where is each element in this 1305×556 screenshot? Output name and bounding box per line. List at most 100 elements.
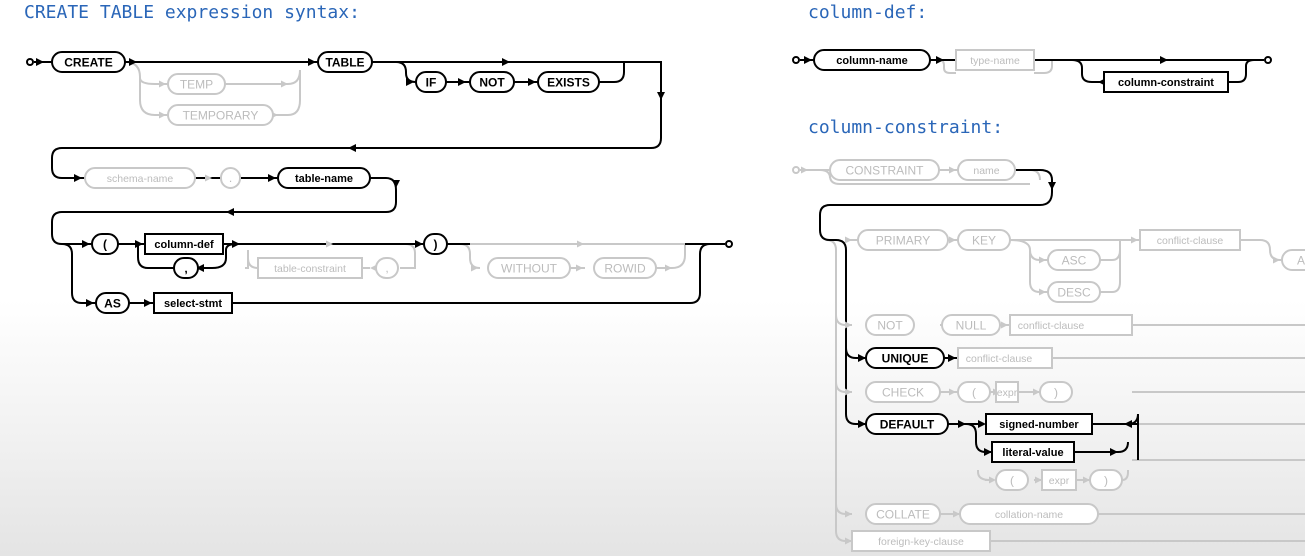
foreign-key-clause-label: foreign-key-clause: [878, 536, 964, 548]
asc-label: ASC: [1062, 254, 1087, 268]
check-keyword: [865, 381, 941, 403]
unique-label: UNIQUE: [882, 352, 929, 366]
column-constraint-label: column-constraint: [1118, 77, 1214, 89]
key-keyword: [957, 229, 1011, 251]
comma-label: ,: [184, 262, 187, 276]
select-stmt-node: [153, 292, 233, 314]
close-paren-node: [423, 233, 448, 255]
dot-label: .: [229, 171, 232, 185]
signed-number-node: [985, 413, 1093, 435]
create-table-diagram: CREATE TABLE IF NOT EXISTS table-name ( …: [26, 51, 733, 314]
rowid-label: ROWID: [604, 262, 646, 276]
table-constraint-node: [257, 257, 363, 279]
column-constraint-node: [1103, 71, 1229, 93]
default-expr-label: expr: [1049, 475, 1070, 487]
check-expr-label: expr: [997, 387, 1018, 399]
check-open-paren-label: (: [972, 386, 976, 400]
default-label: DEFAULT: [880, 418, 935, 432]
default-expr-node: [1041, 469, 1077, 491]
temporary-keyword: [167, 104, 274, 126]
conflict-clause-node-1: [1139, 229, 1241, 251]
null-label: NULL: [956, 319, 987, 333]
autoincrement-label-partial: A: [1297, 254, 1305, 268]
constraint-keyword: [829, 159, 940, 181]
not-keyword: [469, 71, 515, 93]
table-keyword: [317, 51, 373, 73]
foreign-key-clause-node: [851, 530, 991, 552]
comma-node: [173, 257, 199, 279]
table-name-label: table-name: [295, 173, 353, 185]
conflict-clause-node-3: [957, 347, 1053, 369]
type-name-node: [955, 49, 1035, 71]
primary-label: PRIMARY: [876, 234, 930, 248]
autoincrement-keyword-partial: [1281, 249, 1305, 271]
table-label: TABLE: [325, 56, 364, 70]
table-constraint-label: table-constraint: [274, 263, 346, 275]
desc-keyword: [1047, 281, 1101, 303]
collation-name-label: collation-name: [995, 509, 1063, 521]
rowid-keyword: [593, 257, 657, 279]
conflict-clause-node-2: [1009, 314, 1133, 336]
default-open-paren-label: (: [1010, 474, 1014, 488]
desc-label: DESC: [1057, 286, 1091, 300]
select-stmt-label: select-stmt: [164, 298, 222, 310]
signed-number-label: signed-number: [999, 419, 1079, 431]
open-paren-label: (: [103, 238, 107, 252]
column-def-node: [144, 233, 224, 255]
check-close-paren-label: ): [1054, 386, 1058, 400]
default-close-paren-label: ): [1104, 474, 1108, 488]
primary-keyword: [857, 229, 949, 251]
create-table-heading: CREATE TABLE expression syntax:: [24, 2, 360, 23]
default-close-paren: [1089, 469, 1123, 491]
conflict-clause-label-1: conflict-clause: [1157, 235, 1224, 247]
open-paren-node: [91, 233, 119, 255]
check-close-paren: [1039, 381, 1073, 403]
comma2-node: [375, 257, 399, 279]
column-def-diagram: column-name type-name column-constraint: [792, 49, 1272, 93]
table-name-node: [277, 167, 371, 189]
constraint-label: CONSTRAINT: [846, 164, 925, 178]
null-keyword: [941, 314, 1001, 336]
collate-label: COLLATE: [876, 508, 930, 522]
column-constraint-diagram: CONSTRAINT name PRIMARY KEY ASC DESC con…: [792, 159, 1305, 552]
literal-value-label: literal-value: [1002, 447, 1063, 459]
default-open-paren: [995, 469, 1029, 491]
temp-label: TEMP: [180, 78, 213, 92]
dot-node: [220, 167, 241, 189]
comma2-label: ,: [385, 261, 388, 275]
conflict-clause-label-3: conflict-clause: [966, 353, 1033, 365]
column-constraint-heading: column-constraint:: [808, 117, 1004, 138]
column-name-label: column-name: [836, 55, 908, 67]
as-keyword: [95, 292, 130, 314]
default-keyword: [865, 413, 949, 435]
check-open-paren: [957, 381, 991, 403]
name-label: name: [973, 165, 999, 177]
type-name-label: type-name: [970, 55, 1020, 67]
close-paren-label: ): [434, 238, 438, 252]
as-label: AS: [104, 297, 121, 311]
create-keyword: [51, 51, 126, 73]
without-keyword: [487, 257, 571, 279]
temp-keyword: [167, 73, 226, 95]
column-def-heading: column-def:: [808, 2, 928, 23]
column-name-node: [813, 49, 931, 71]
check-expr-node: [995, 381, 1019, 403]
name-node: [957, 159, 1016, 181]
if-keyword: [415, 71, 447, 93]
if-label: IF: [426, 76, 437, 90]
key-label: KEY: [972, 234, 996, 248]
collation-name-node: [959, 503, 1099, 525]
schema-name-label: schema-name: [107, 173, 174, 185]
column-def-label: column-def: [154, 239, 214, 251]
exists-label: EXISTS: [547, 76, 590, 90]
exists-keyword: [537, 71, 600, 93]
not-label-cc: NOT: [877, 319, 903, 333]
literal-value-node: [991, 441, 1075, 463]
asc-keyword: [1047, 249, 1101, 271]
not-keyword-cc: [865, 314, 915, 336]
temporary-label: TEMPORARY: [183, 109, 259, 123]
check-label: CHECK: [882, 386, 924, 400]
not-label: NOT: [479, 76, 505, 90]
collate-keyword: [865, 503, 941, 525]
